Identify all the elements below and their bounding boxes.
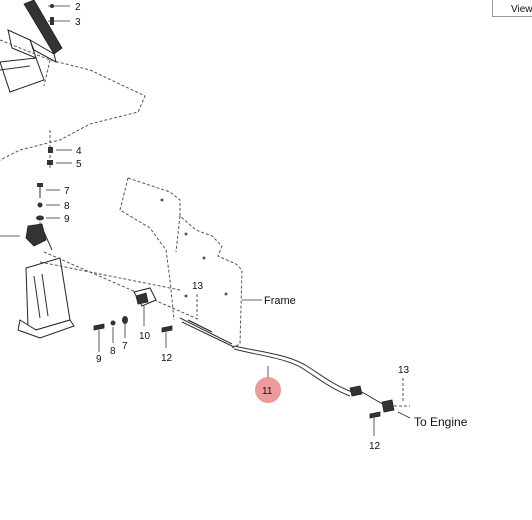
callout-8a-group: 8 [37,201,70,212]
callout-8-bottom: 8 [110,346,116,357]
view-label: View [511,4,532,15]
accelerator-pedal [0,0,63,93]
callout-11-marker[interactable]: 11 [255,366,281,403]
callout-7a-group: 7 [37,183,70,198]
callout-5-group: 5 [47,159,82,170]
callout-2: 2 [75,2,81,13]
fastener-7: 7 [122,316,128,352]
callout-12-frame: 12 [161,353,173,364]
bolt-12-engine: 12 [369,411,381,452]
view-tab[interactable] [492,0,532,17]
bolt-12-frame: 12 [161,325,173,364]
callout-10: 10 [139,331,151,342]
pedal-sensor [0,222,53,251]
callout-9-bottom: 9 [96,354,102,365]
callout-7-bottom: 7 [122,341,128,352]
frame-label: Frame [264,295,296,307]
cable-bracket: 10 [133,287,157,342]
callout-3-group: 3 [48,17,81,28]
callout-13-engine: 13 [398,365,410,376]
to-engine-label: To Engine [414,415,468,429]
clip-13-frame: 13 [192,281,204,316]
frame-panel: Frame [119,177,296,349]
callout-7-left: 7 [64,186,70,197]
throttle-cable [179,317,395,413]
callout-12-engine: 12 [369,441,381,452]
callout-5: 5 [76,159,82,170]
callout-4: 4 [76,146,82,157]
callout-2-group: 2 [48,2,81,13]
fastener-8: 8 [110,320,116,357]
callout-11: 11 [262,386,273,397]
callout-8-left: 8 [64,201,70,212]
callout-3: 3 [75,17,81,28]
fastener-9: 9 [93,323,105,365]
floor-plate [0,39,146,162]
callout-9-left: 9 [64,214,70,225]
clip-13-engine: 13 To Engine [394,365,468,429]
callout-9a-group: 9 [36,214,70,225]
callout-13-frame: 13 [192,281,204,292]
mounting-bracket [17,251,201,339]
